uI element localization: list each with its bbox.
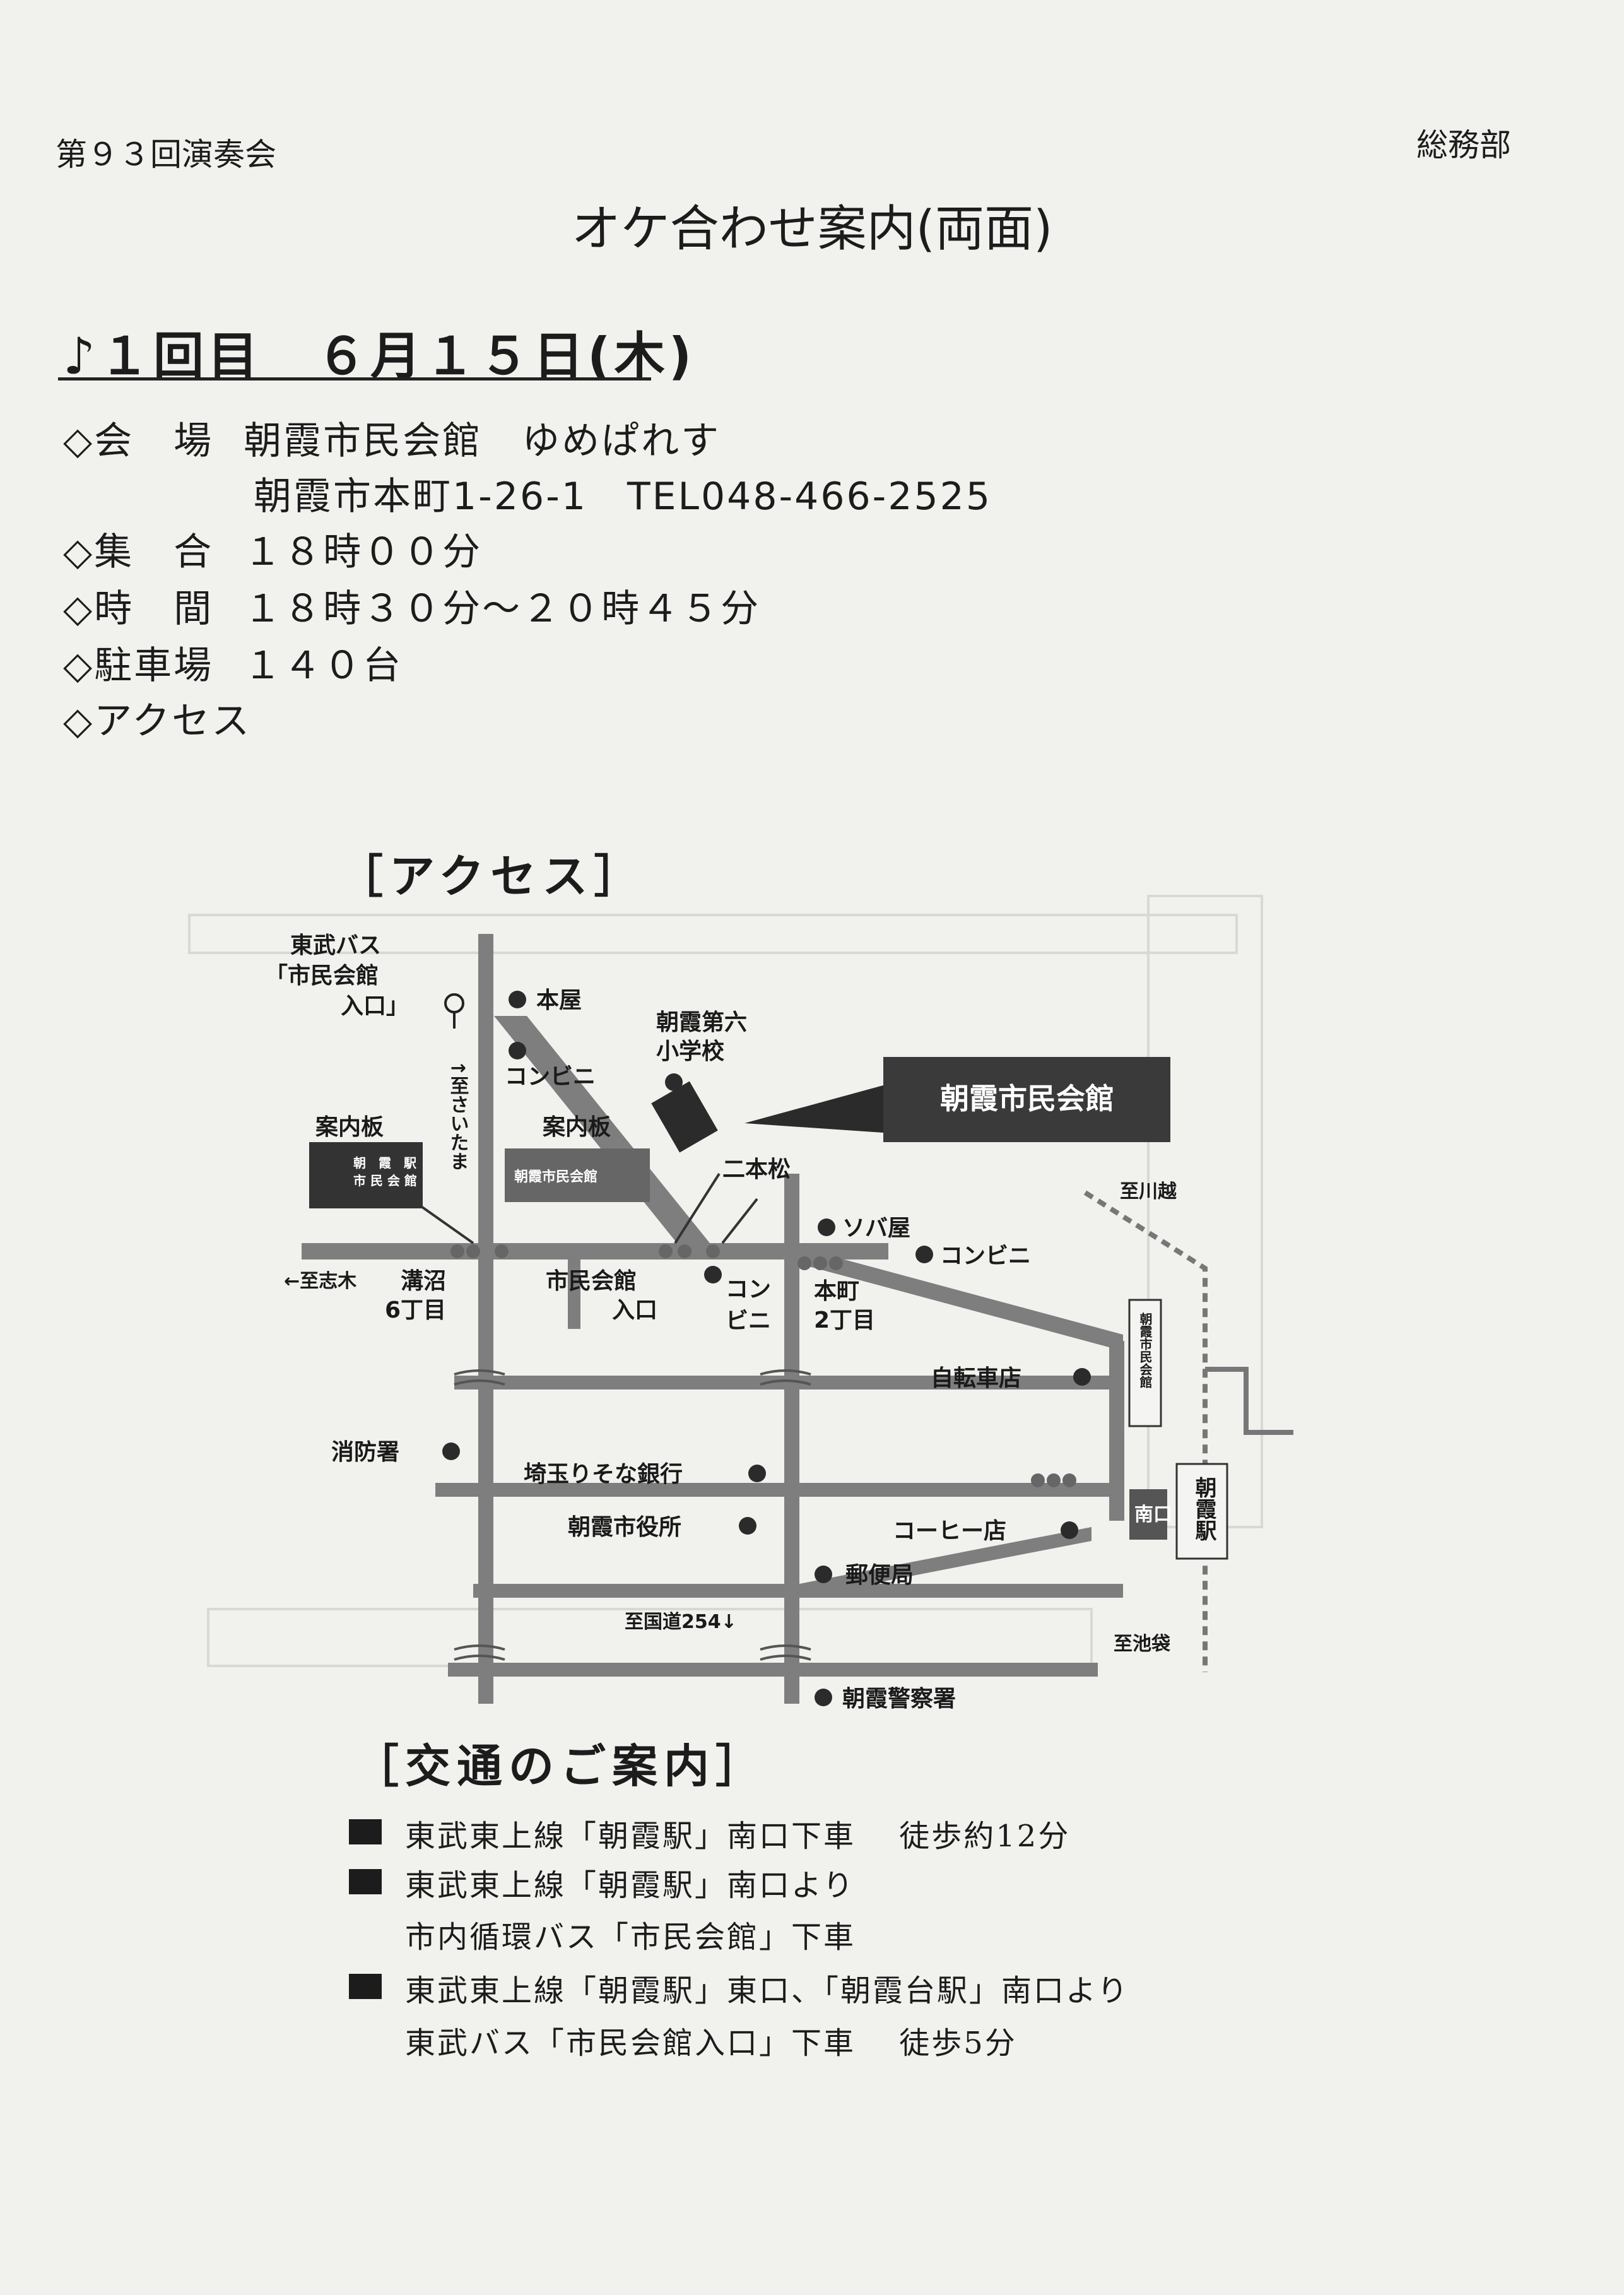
label-conveni-3a: コン [726, 1277, 771, 1302]
label-honcho-2: 2丁目 [814, 1307, 875, 1333]
session-heading: ♪１回目 ６月１５日(木) [63, 327, 696, 386]
transport-title: ［交通のご案内］ [353, 1739, 768, 1793]
department: 総務部 [1416, 127, 1511, 163]
hall-building [651, 1081, 718, 1153]
label-station-sign: 朝霞市民会館 [1138, 1313, 1153, 1389]
gather-value: １８時００分 [244, 530, 483, 574]
label-bicycle: 自転車店 [931, 1366, 1021, 1391]
road-diagonal-east [795, 1246, 1123, 1351]
signboard-left [309, 1142, 423, 1208]
road-diagonal-south [799, 1527, 1091, 1598]
venue-name: 朝霞市民会館 ゆめぱれす [244, 419, 721, 463]
signboard-mid-text: 朝霞市民会館 [514, 1169, 597, 1185]
label-school-1: 朝霞第六 [656, 1010, 747, 1035]
label-signboard-left: 案内板 [315, 1114, 384, 1140]
access-map-title: ［アクセス］ [338, 849, 646, 903]
venue-label: ◇会 場 [63, 419, 214, 463]
venue-address: 朝霞市本町1-26-1 TEL048-466-2525 [254, 475, 992, 519]
time-label: ◇時 間 [63, 587, 214, 631]
road-horizontal-3 [435, 1483, 1123, 1497]
hall-callout-box [883, 1057, 1170, 1142]
station-sign-box [1128, 1299, 1162, 1427]
venue-row: ◇会 場朝霞市民会館 ゆめぱれす [63, 410, 721, 465]
label-to-saitama: ↑至さいたま [447, 1060, 469, 1171]
road-horizontal-4 [473, 1584, 1123, 1598]
road-vertical-left [478, 934, 493, 1704]
concert-name: 第９３回演奏会 [56, 136, 276, 173]
bus-stop-icon [444, 993, 464, 1013]
parking-row: ◇駐車場 １４０台 [63, 635, 403, 690]
road-diagonal-north [494, 1016, 710, 1243]
south-exit-box [1129, 1489, 1167, 1540]
label-conveni-1: コンビニ [505, 1064, 596, 1090]
road-stub [568, 1260, 580, 1329]
heading-underline [58, 377, 651, 381]
label-honcho-1: 本町 [814, 1278, 859, 1304]
label-signboard-mid: 案内板 [543, 1114, 611, 1140]
label-shimin-1: 市民会館 [546, 1268, 637, 1294]
bullet-square-icon [349, 1974, 382, 1999]
route-1: 東武東上線「朝霞駅」南口下車 徒歩約12分 [405, 1819, 1071, 1854]
gather-row: ◇集 合 １８時００分 [63, 521, 482, 576]
access-map: 朝霞市民会館 朝 霞 駅 市 民 会 館 朝霞市民会館 東武バス 「市民会館 入… [188, 895, 1293, 1712]
road-main-horizontal [302, 1243, 888, 1260]
label-conveni-3b: ビニ [726, 1308, 771, 1334]
road-horizontal-2 [454, 1376, 1123, 1389]
label-mizonuma-1: 溝沼 [401, 1268, 446, 1294]
label-post: 郵便局 [845, 1562, 914, 1588]
signboard-left-text-2: 市 民 会 館 [353, 1173, 417, 1188]
parking-value: １４０台 [244, 644, 403, 688]
label-south-exit: 南口 [1134, 1504, 1172, 1526]
label-bank: 埼玉りそな銀行 [524, 1461, 683, 1487]
label-fire: 消防署 [331, 1439, 399, 1465]
road-breaks [454, 1369, 811, 1661]
label-shimin-2: 入口 [612, 1297, 657, 1323]
label-to-route254: 至国道254↓ [625, 1611, 737, 1633]
route-3-cont: 東武バス「市民会館入口」下車 徒歩5分 [405, 2026, 1017, 2061]
bullet-square-icon [349, 1869, 382, 1894]
label-conveni-2: コンビニ [940, 1243, 1031, 1269]
hall-callout-pointer [744, 1085, 883, 1133]
label-school-2: 小学校 [656, 1038, 724, 1065]
label-mizonuma-2: 6丁目 [385, 1297, 446, 1323]
station-box [1175, 1463, 1228, 1560]
signboard-left-text-1: 朝 霞 駅 [353, 1155, 416, 1171]
page-title: オケ合わせ案内(両面) [571, 201, 1053, 257]
label-city-hall: 朝霞市役所 [568, 1514, 681, 1540]
route-2: 東武東上線「朝霞駅」南口より [405, 1868, 856, 1903]
label-to-ikebukuro: 至池袋 [1114, 1633, 1170, 1655]
road-horizontal-5 [448, 1663, 1098, 1677]
label-police: 朝霞警察署 [842, 1686, 956, 1712]
landmark-dots [442, 991, 1091, 1706]
label-to-shiki: ←至志木 [284, 1270, 356, 1292]
label-coffee: コーヒー店 [893, 1518, 1006, 1544]
hall-callout-label: 朝霞市民会館 [940, 1082, 1114, 1116]
route-3: 東武東上線「朝霞駅」東口、「朝霞台駅」南口より [405, 1973, 1130, 2009]
label-station: 朝霞駅 [1191, 1477, 1216, 1542]
gather-label: ◇集 合 [63, 530, 214, 574]
label-soba: ソバ屋 [842, 1215, 910, 1241]
label-honya: 本屋 [536, 988, 582, 1013]
label-bus-2: 「市民会館 [265, 962, 379, 989]
time-row: ◇時 間 １８時３０分～２０時４５分 [63, 578, 760, 633]
label-nihonmatsu: 二本松 [722, 1157, 791, 1183]
parking-label: ◇駐車場 [63, 644, 214, 688]
label-bus-3: 入口」 [341, 993, 409, 1019]
access-label: ◇アクセス [63, 699, 252, 743]
signboard-mid [505, 1148, 650, 1202]
roads [302, 934, 1124, 1704]
time-value: １８時３０分～２０時４５分 [244, 587, 761, 631]
bullet-square-icon [349, 1819, 382, 1844]
label-bus-1: 東武バス [290, 933, 381, 959]
route-2-cont: 市内循環バス「市民会館」下車 [405, 1920, 856, 1955]
label-to-kawagoe: 至川越 [1120, 1181, 1177, 1203]
railway [1083, 1190, 1293, 1672]
